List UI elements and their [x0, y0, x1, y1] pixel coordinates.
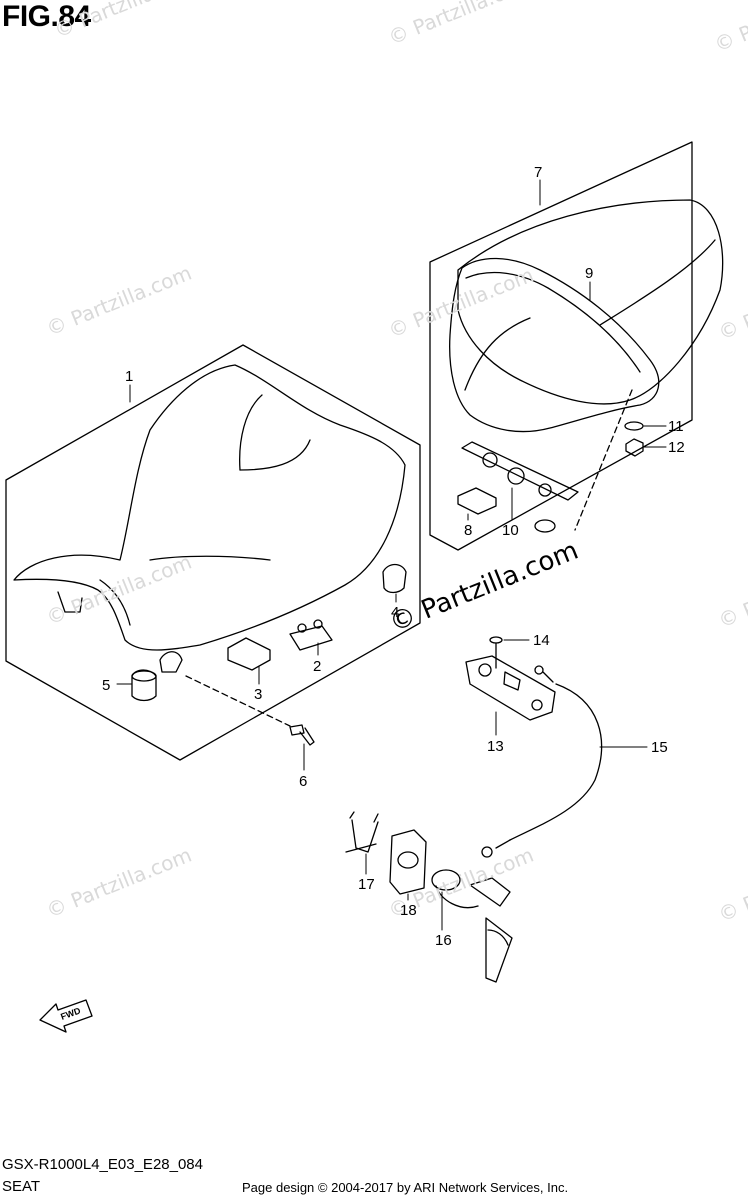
watermark: © Partzilla.com — [51, 0, 203, 43]
callout-12: 12 — [668, 439, 685, 456]
pad-part-3 — [227, 637, 271, 671]
callout-13: 13 — [487, 738, 504, 755]
callout-7: 7 — [534, 164, 542, 181]
watermark-prominent: © Partzilla.com — [385, 536, 582, 639]
watermark: © Partzilla.com — [43, 261, 195, 341]
watermarks: © Partzilla.com © Partzilla.com © Partzi… — [43, 0, 748, 927]
figure-title: FIG.84 — [2, 0, 91, 33]
callout-17: 17 — [358, 876, 375, 893]
callout-16: 16 — [435, 932, 452, 949]
callout-4: 4 — [391, 604, 399, 621]
callout-14: 14 — [533, 632, 550, 649]
watermark: © Partzilla.com — [715, 847, 748, 927]
watermark: © Partzilla.com — [715, 553, 748, 633]
callout-18: 18 — [400, 902, 417, 919]
cable-part-15 — [481, 665, 603, 858]
bracket-part-10 — [461, 441, 579, 533]
seat-lock-part-13 — [465, 655, 556, 721]
bolt-part-14 — [489, 636, 503, 669]
callout-15: 15 — [651, 739, 668, 756]
front-seat-group-box — [5, 344, 421, 761]
nut-part-12 — [625, 438, 644, 457]
watermark: © Partzilla.com — [43, 843, 195, 923]
watermark: © Partzilla.com — [711, 0, 748, 57]
rear-seat-part-9 — [449, 257, 660, 433]
bolt-part-6 — [289, 724, 315, 746]
clamp-part-17 — [345, 811, 379, 853]
copyright-notice: Page design © 2004-2017 by ARI Network S… — [242, 1180, 569, 1195]
callout-2: 2 — [313, 658, 321, 675]
callout-3: 3 — [254, 686, 262, 703]
callout-1: 1 — [125, 368, 133, 385]
callout-9: 9 — [585, 265, 593, 282]
forward-arrow-icon — [39, 999, 93, 1033]
damper-part-2 — [289, 619, 333, 651]
rear-seat-group-box — [429, 141, 693, 551]
seat-tail-cover-part-7 — [457, 199, 724, 405]
cushion-part-5 — [131, 669, 157, 702]
watermark: © Partzilla.com — [715, 265, 748, 345]
model-code: GSX-R1000L4_E03_E28_084 — [2, 1156, 203, 1173]
callout-labels: 1 2 3 4 5 6 7 8 9 10 11 12 13 14 15 16 1… — [102, 164, 685, 949]
washer-part-11 — [624, 421, 644, 431]
pad-part-8 — [457, 487, 497, 515]
callout-6: 6 — [299, 773, 307, 790]
leader-lines — [116, 179, 667, 931]
cushion-part-4 — [382, 563, 407, 594]
watermark: © Partzilla.com — [43, 550, 195, 630]
seat-lock-cylinder-part-16 — [431, 869, 513, 983]
lock-bracket-part-18 — [389, 829, 427, 895]
front-seat-part-1 — [13, 364, 406, 673]
callout-8: 8 — [464, 522, 472, 539]
callout-5: 5 — [102, 677, 110, 694]
watermark: © Partzilla.com — [385, 263, 537, 343]
callout-10: 10 — [502, 522, 519, 539]
section-name: SEAT — [2, 1178, 41, 1195]
watermark: © Partzilla.com — [385, 0, 537, 50]
parts-diagram: FWD © Partzilla.com © Partzilla.com © Pa… — [5, 0, 748, 1033]
callout-11: 11 — [668, 418, 684, 435]
